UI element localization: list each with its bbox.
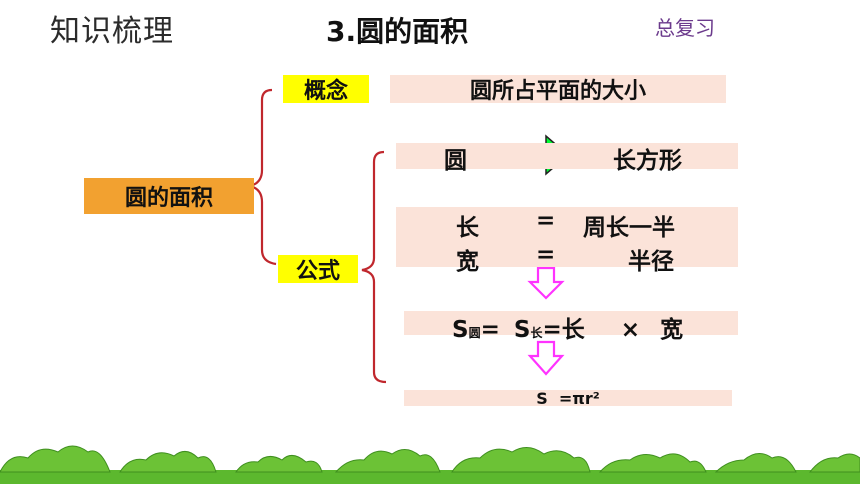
root-node: 圆的面积 xyxy=(84,178,254,214)
area-rhs: =长 xyxy=(542,317,585,343)
concept-definition: 圆所占平面的大小 xyxy=(390,75,726,104)
sub-rect: 长 xyxy=(530,326,543,340)
relation-2-left: 宽 xyxy=(456,249,479,275)
page-title: 3.圆的面积 xyxy=(326,15,469,48)
area-width: 宽 xyxy=(660,317,684,343)
area-equation-row xyxy=(404,311,738,335)
down-arrow-icon-1 xyxy=(527,266,565,300)
transform-to: 长方形 xyxy=(613,148,682,174)
chapter-tag: 总复习 xyxy=(655,16,715,40)
area-s: S xyxy=(452,317,469,343)
relation-1-left: 长 xyxy=(456,215,479,241)
relation-1-right: 周长一半 xyxy=(583,215,675,241)
down-arrow-icon-2 xyxy=(527,340,565,376)
relations-box xyxy=(396,207,738,267)
section-title: 知识梳理 xyxy=(50,14,174,49)
area-s-2: S xyxy=(513,317,531,343)
area-eq: = xyxy=(480,317,500,343)
times-sign: × xyxy=(620,317,641,343)
area-equation: S圆= S长=长 × 宽 xyxy=(452,310,683,344)
formula-bracket xyxy=(361,150,387,384)
relation-2-eq: = xyxy=(536,242,556,268)
relation-1-eq: = xyxy=(536,208,556,234)
formula-label: 公式 xyxy=(278,255,358,284)
final-formula: S =πr² xyxy=(404,389,732,408)
concept-label: 概念 xyxy=(283,75,369,104)
sub-circle: 圆 xyxy=(468,326,481,340)
transform-from: 圆 xyxy=(444,148,467,174)
relation-2-right: 半径 xyxy=(628,249,674,275)
transform-row xyxy=(396,143,738,169)
